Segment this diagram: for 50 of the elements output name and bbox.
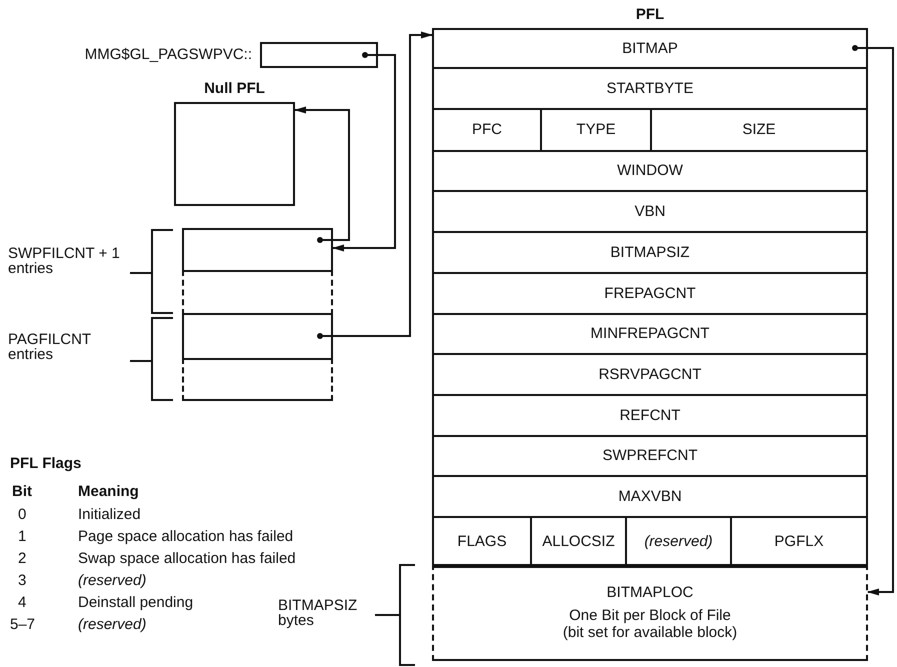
- bit-meaning: Initialized: [78, 507, 141, 522]
- pointer-arrow: [332, 54, 396, 252]
- vector-entry: [182, 313, 333, 360]
- bracket-label: BITMAPSIZ bytes: [278, 598, 358, 628]
- bit-number: 1: [18, 529, 26, 544]
- field-name: RSRVPAGCNT: [598, 366, 702, 384]
- field-name: BITMAPSIZ: [610, 244, 690, 262]
- bit-number: 0: [18, 507, 26, 522]
- field-name: SIZE: [742, 121, 776, 139]
- bit-number: 5–7: [10, 617, 36, 632]
- bit-meaning: Deinstall pending: [78, 595, 194, 610]
- bitmap-block: [432, 564, 868, 661]
- bit-number: 2: [18, 551, 26, 566]
- record-title: PFL: [636, 6, 664, 24]
- field-name: ALLOCSIZ: [542, 533, 615, 551]
- table-title: PFL Flags: [10, 456, 82, 471]
- field-name: PGFLX: [774, 533, 824, 551]
- vector-entry: [182, 270, 333, 315]
- bit-meaning: (reserved): [78, 573, 146, 588]
- bit-number: 3: [18, 573, 26, 588]
- field-name: (reserved): [644, 533, 713, 551]
- field-name: FREPAGCNT: [604, 284, 696, 302]
- field-name: MAXVBN: [618, 488, 682, 506]
- pointer-arrow: [867, 47, 894, 596]
- field-name: STARTBYTE: [606, 80, 694, 98]
- bit-meaning: Page space allocation has failed: [78, 529, 294, 544]
- field-name: BITMAPLOC: [606, 584, 694, 601]
- field-name: VBN: [634, 202, 666, 220]
- field-name: MINFREPAGCNT: [590, 325, 710, 343]
- field-name: PFC: [472, 121, 502, 139]
- pointer-arrow: [333, 32, 433, 337]
- field-name: SWPREFCNT: [602, 447, 698, 465]
- field-description: One Bit per Block of File (bit set for available block): [562, 606, 738, 642]
- bit-number: 4: [18, 595, 26, 610]
- field-name: FLAGS: [457, 533, 507, 551]
- record-title: Null PFL: [204, 80, 265, 98]
- field-name: TYPE: [576, 121, 616, 139]
- vector-entry: [182, 358, 333, 401]
- vector-entry: [182, 228, 333, 272]
- field-name: REFCNT: [620, 406, 680, 424]
- pointer-arrow: [294, 106, 350, 241]
- column-header: Bit: [12, 484, 32, 499]
- bit-meaning: Swap space allocation has failed: [78, 551, 296, 566]
- field-name: BITMAP: [622, 40, 678, 58]
- bracket-label: SWPFILCNT + 1 entries: [8, 246, 121, 276]
- pointer-label: MMG$GL_PAGSWPVC::: [84, 46, 252, 63]
- bit-meaning: (reserved): [78, 617, 146, 632]
- bracket-label: PAGFILCNT entries: [8, 332, 92, 362]
- column-header: Meaning: [78, 484, 139, 499]
- field-name: WINDOW: [617, 162, 683, 180]
